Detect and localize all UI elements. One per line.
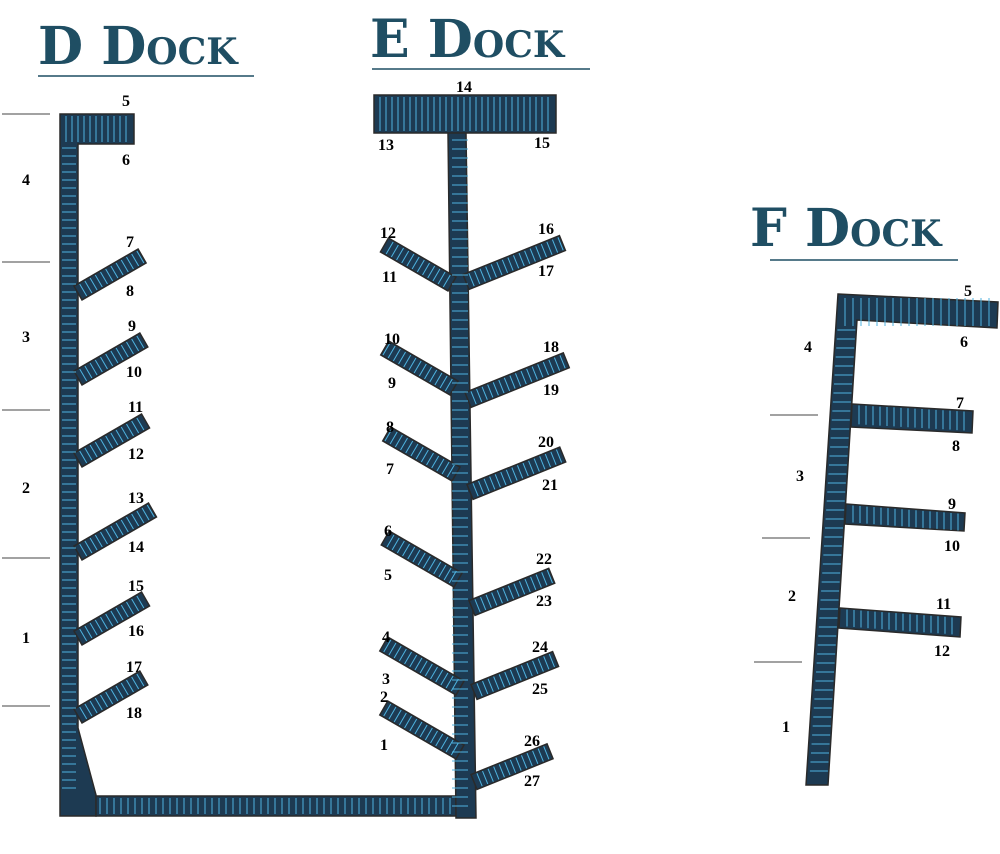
- e-slip-number: 13: [378, 137, 394, 154]
- f-section-label: 1: [782, 719, 790, 736]
- d-section-label: 3: [22, 329, 30, 346]
- e-slip-number: 27: [524, 773, 540, 790]
- e-slip-number: 7: [386, 461, 394, 478]
- d-slip-number: 7: [126, 234, 134, 251]
- f-finger-9-10: [844, 503, 966, 532]
- e-slip-number: 15: [534, 135, 550, 152]
- e-slip-number: 19: [543, 382, 559, 399]
- d-slip-number: 14: [128, 539, 144, 556]
- d-slip-number: 5: [122, 93, 130, 110]
- d-dock-main-walkway: [59, 113, 135, 817]
- e-slip-number: 2: [380, 689, 388, 706]
- d-slip-number: 9: [128, 318, 136, 335]
- e-slip-number: 10: [384, 331, 400, 348]
- e-finger-16-17: [462, 234, 567, 291]
- f-slip-number: 8: [952, 438, 960, 455]
- f-dock-title-group: F Dock: [750, 198, 958, 261]
- e-slip-number: 16: [538, 221, 554, 238]
- d-section-label: 4: [22, 172, 30, 189]
- e-slip-number: 23: [536, 593, 552, 610]
- d-section-label: 1: [22, 630, 30, 647]
- f-slip-number: 10: [944, 538, 960, 555]
- e-dock: 14 13 15 12 11 16 17 10 9 18 19 8 7 20 2…: [373, 79, 571, 819]
- e-slip-number: 17: [538, 263, 554, 280]
- e-dock-t-head: [373, 94, 557, 134]
- f-slip-number: 9: [948, 496, 956, 513]
- e-finger-7-8: [381, 426, 462, 482]
- e-slip-number: 26: [524, 733, 540, 750]
- d-finger-15-16: [72, 591, 151, 646]
- f-slip-number: 11: [936, 596, 951, 613]
- d-slip-number: 17: [126, 659, 142, 676]
- e-slip-number: 12: [380, 225, 396, 242]
- e-slip-number: 24: [532, 639, 548, 656]
- d-slip-number: 16: [128, 623, 144, 640]
- d-dock-title-group: D Dock: [38, 16, 254, 77]
- f-section-label: 2: [788, 588, 796, 605]
- e-finger-9-10: [379, 340, 460, 396]
- f-slip-number: 6: [960, 334, 968, 351]
- e-finger-1-2: [378, 700, 466, 760]
- e-slip-number: 5: [384, 567, 392, 584]
- e-finger-26-27: [470, 742, 555, 791]
- d-finger-11-12: [72, 413, 151, 468]
- f-section-label: 3: [796, 468, 804, 485]
- f-dock-main-walkway: [805, 293, 999, 786]
- e-slip-number: 4: [382, 629, 390, 646]
- d-slip-number: 18: [126, 705, 142, 722]
- d-slip-number: 15: [128, 578, 144, 595]
- f-slip-number: 5: [964, 283, 972, 300]
- e-slip-number: 11: [382, 269, 397, 286]
- d-slip-number: 8: [126, 283, 134, 300]
- d-slip-number: 10: [126, 364, 142, 381]
- e-finger-20-21: [466, 446, 567, 501]
- e-slip-number: 1: [380, 737, 388, 754]
- e-slip-number: 20: [538, 434, 554, 451]
- d-finger-9-10: [72, 332, 149, 386]
- d-slip-number: 13: [128, 490, 144, 507]
- e-slip-number: 9: [388, 375, 396, 392]
- e-slip-number: 6: [384, 523, 392, 540]
- f-section-label: 4: [804, 339, 812, 356]
- e-finger-3-4: [378, 636, 466, 696]
- e-finger-22-23: [468, 567, 556, 617]
- e-dock-title-group: E Dock: [370, 9, 590, 70]
- e-slip-number: 8: [386, 419, 394, 436]
- d-section-label: 2: [22, 480, 30, 497]
- e-slip-number: 18: [543, 339, 559, 356]
- e-finger-5-6: [380, 530, 464, 588]
- e-slip-number: 3: [382, 671, 390, 688]
- f-dock: 4 3 2 1 5 6 7 8 9 10 11 12: [754, 283, 999, 786]
- e-slip-number: 25: [532, 681, 548, 698]
- e-dock-title: E Dock: [370, 9, 566, 70]
- d-finger-17-18: [72, 670, 149, 724]
- d-e-connector-walkway: [95, 795, 459, 817]
- e-slip-number: 22: [536, 551, 552, 568]
- e-finger-24-25: [470, 650, 560, 701]
- d-slip-number: 12: [128, 446, 144, 463]
- e-slip-number: 14: [456, 79, 472, 96]
- f-dock-title: F Dock: [750, 198, 943, 259]
- f-finger-7-8: [850, 403, 974, 434]
- e-finger-18-19: [464, 351, 571, 409]
- e-slip-number: 21: [542, 477, 558, 494]
- d-finger-7-8: [72, 248, 148, 301]
- d-slip-number: 11: [128, 399, 143, 416]
- d-slip-number: 6: [122, 152, 130, 169]
- d-finger-13-14: [72, 502, 158, 561]
- d-dock: 4 3 2 1 5 6 7 8 9 10 11: [2, 93, 459, 817]
- slip-tick-lines: [62, 97, 990, 814]
- f-slip-number: 12: [934, 643, 950, 660]
- f-slip-number: 7: [956, 395, 964, 412]
- d-dock-title: D Dock: [38, 16, 239, 77]
